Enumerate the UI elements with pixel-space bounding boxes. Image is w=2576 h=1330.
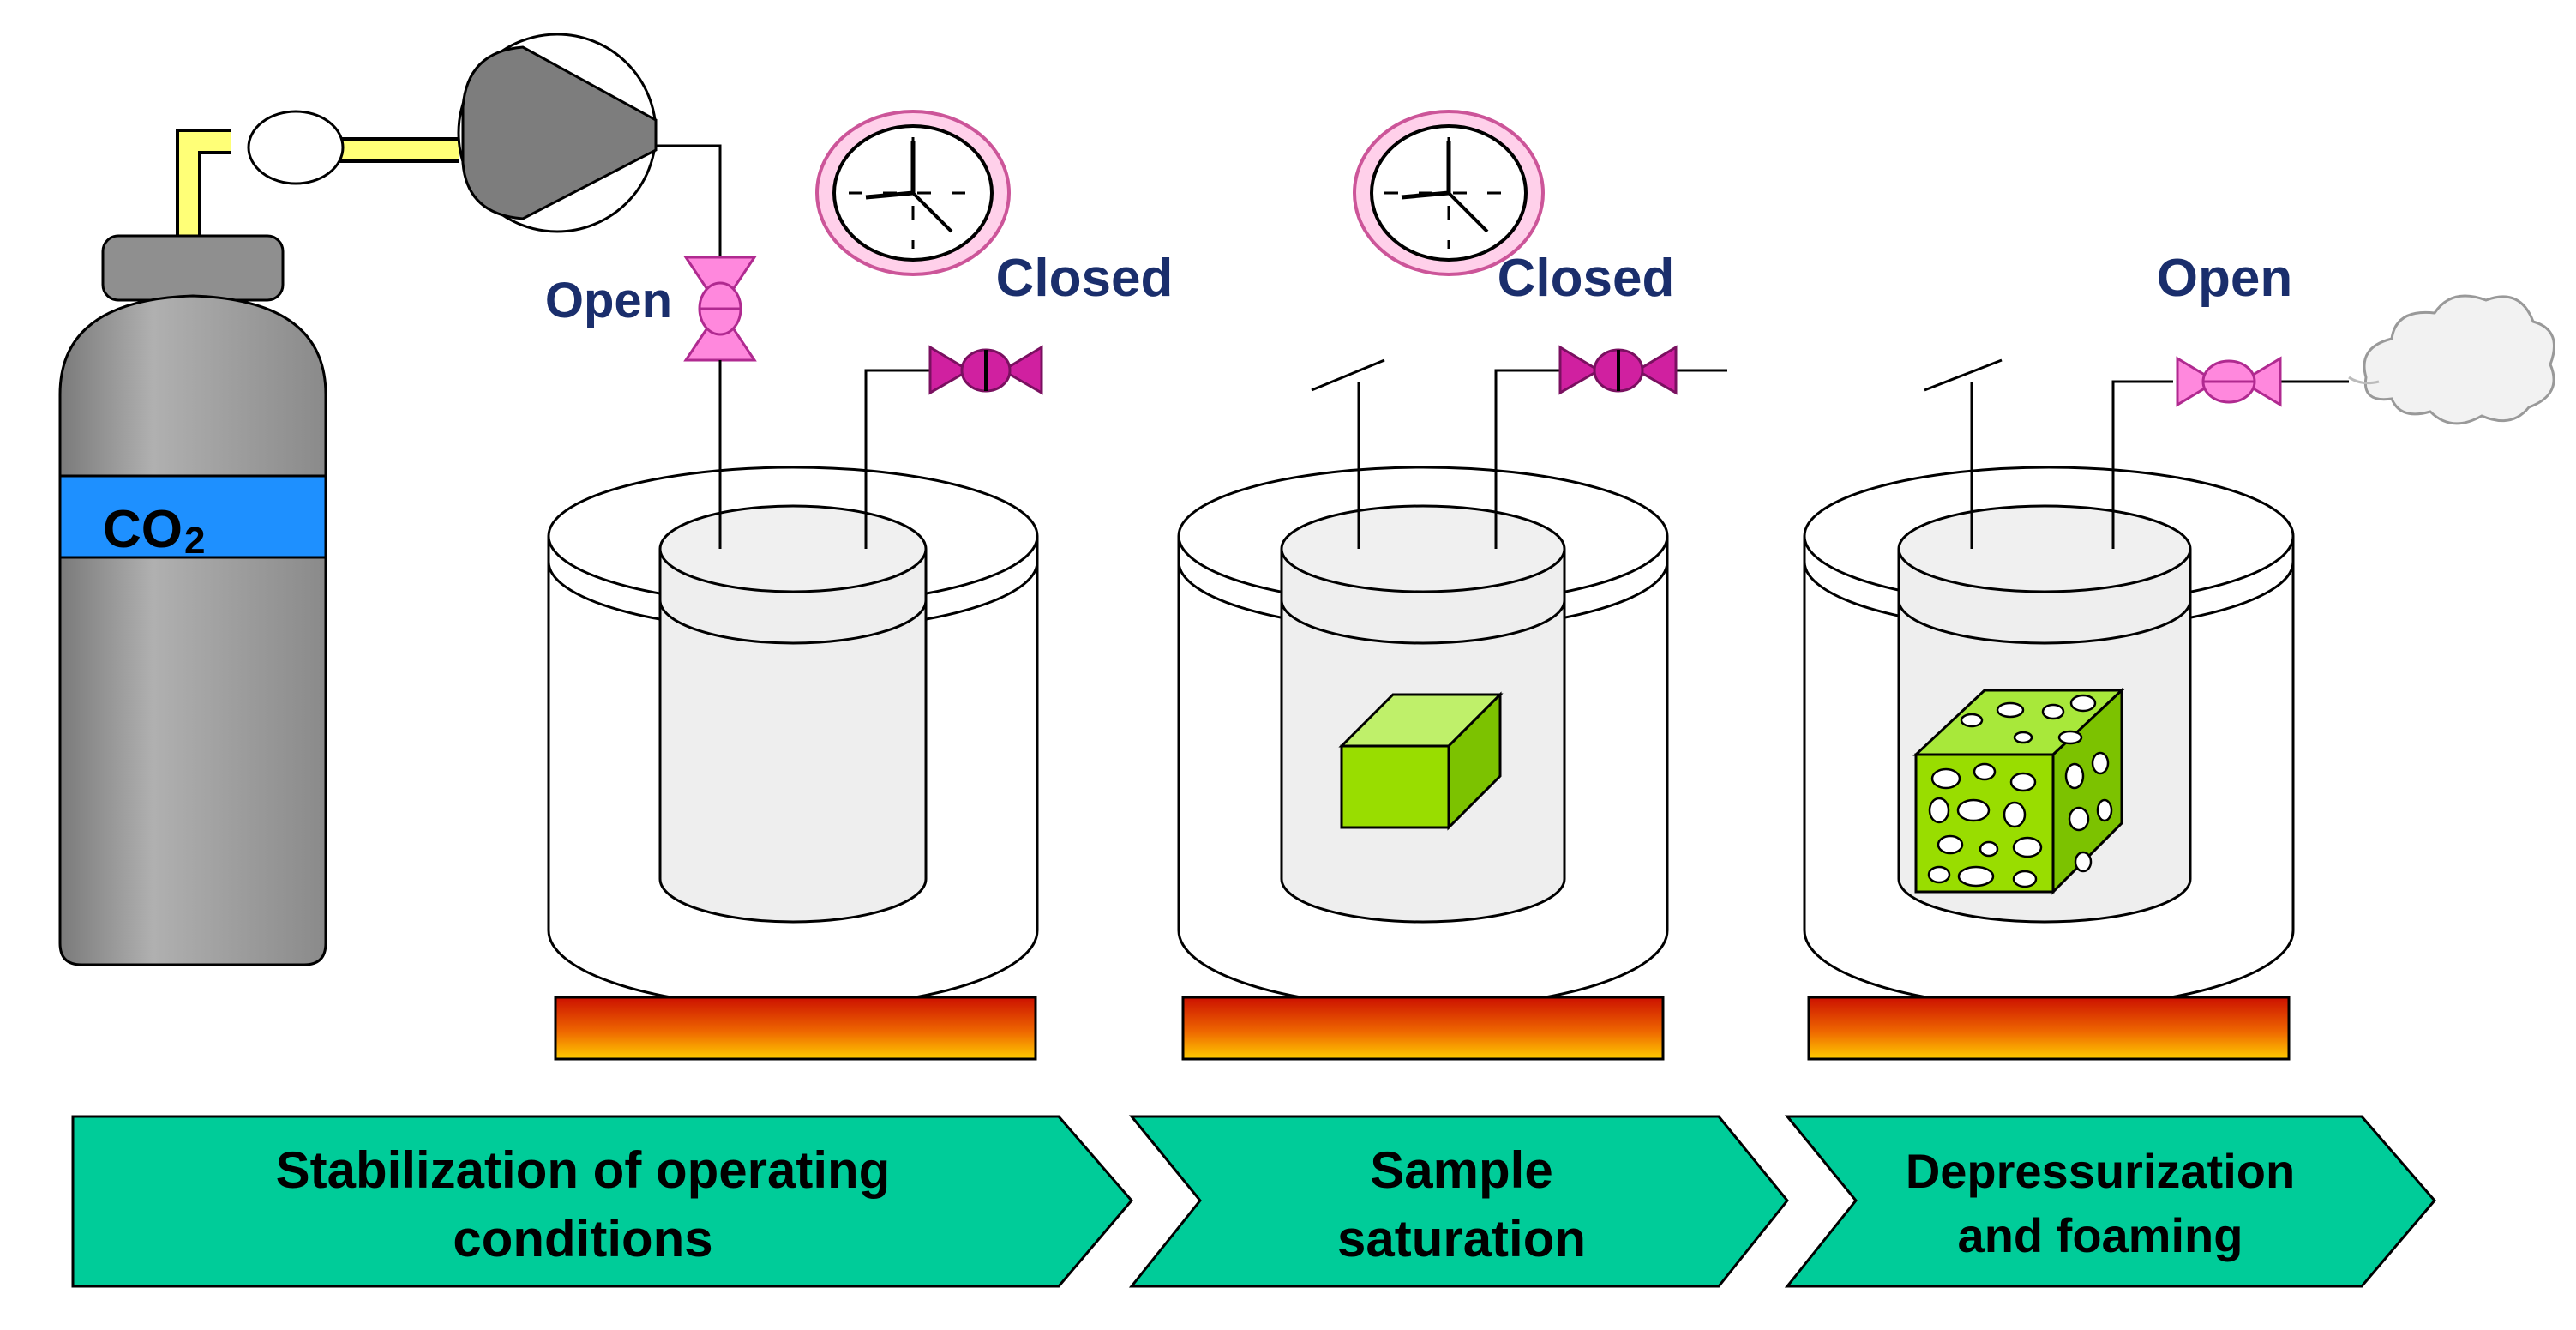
gas-pipe <box>179 132 231 249</box>
cylinder-cap <box>101 234 285 302</box>
step-2-line-2: saturation <box>1337 1210 1586 1267</box>
step-arrow-1: Stabilization of operating conditions <box>71 1115 1133 1288</box>
vessel-3 <box>1803 358 2349 1009</box>
step-arrow-3: Depressurization and foaming <box>1784 1115 2436 1288</box>
clock-icon <box>1353 110 1545 276</box>
inlet-valve-label: Open <box>545 273 672 328</box>
step-1-line-1: Stabilization of operating <box>276 1141 891 1199</box>
cylinder-body <box>58 294 327 966</box>
stage2-outlet-valve-label: Closed <box>1498 249 1675 308</box>
pump <box>457 33 658 233</box>
step-arrow-2: Sample saturation <box>1128 1115 1789 1288</box>
step-3-line-1: Depressurization <box>1906 1144 2295 1198</box>
outlet-valve-1 <box>928 345 1043 395</box>
outlet-valve-3 <box>2176 356 2282 407</box>
outlet-valve-2 <box>1558 345 1678 395</box>
stage1-outlet-valve-label: Closed <box>996 249 1174 308</box>
inlet-line <box>656 144 722 257</box>
step-3-line-2: and foaming <box>1958 1208 2243 1262</box>
step-1-line-2: conditions <box>453 1210 712 1267</box>
sample-cube <box>1338 691 1504 831</box>
heater-3 <box>1807 996 2291 1061</box>
cylinder-label-subscript: 2 <box>184 520 205 562</box>
foamed-sample-cube <box>1912 687 2125 895</box>
cylinder-band <box>58 474 327 559</box>
gas-release-cloud-icon <box>2348 294 2555 425</box>
vessel-2 <box>1177 358 1727 1009</box>
inlet-valve <box>683 256 757 377</box>
cylinder-label: CO <box>103 500 183 559</box>
co2-cylinder: CO 2 <box>58 129 459 966</box>
stage3-outlet-valve-label: Open <box>2157 249 2292 308</box>
step-2-line-1: Sample <box>1370 1141 1552 1199</box>
clock-icon <box>815 110 1011 276</box>
heater-1 <box>554 996 1037 1061</box>
vessel-1 <box>547 257 1039 1009</box>
heater-2 <box>1181 996 1665 1061</box>
regulator-gauge <box>247 110 345 185</box>
